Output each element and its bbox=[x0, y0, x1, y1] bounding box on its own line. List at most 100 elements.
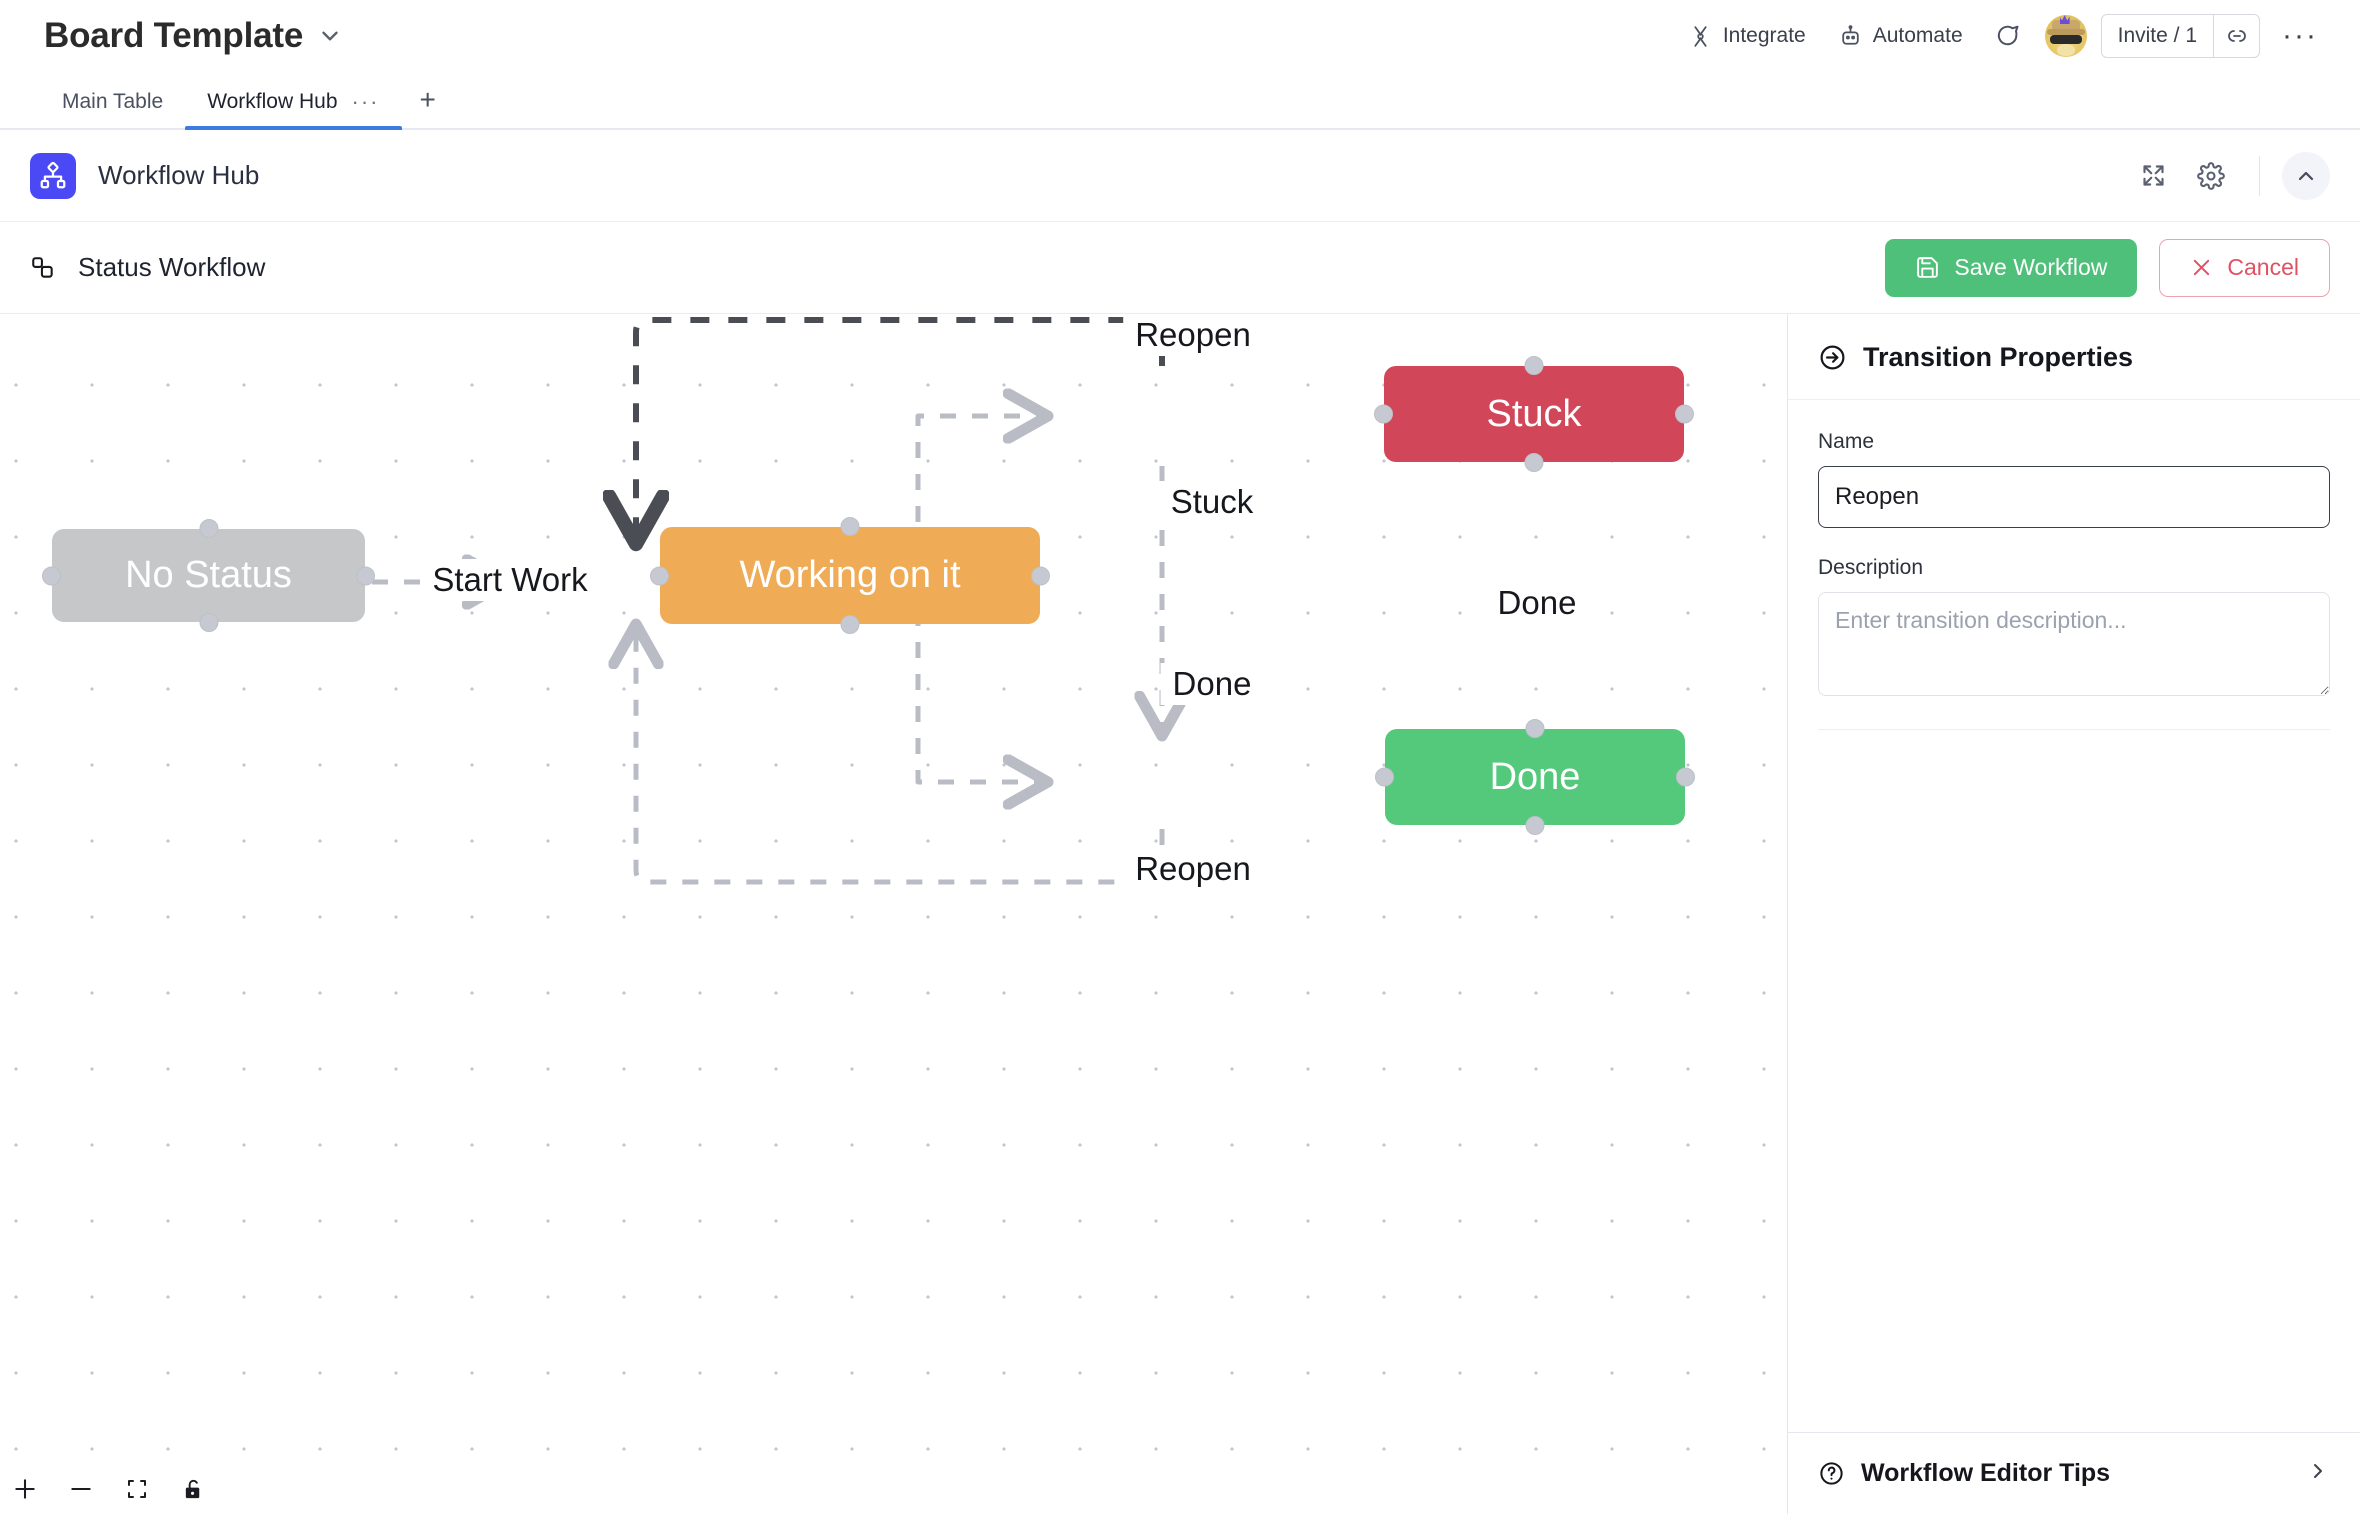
tab-main-table[interactable]: Main Table bbox=[40, 90, 185, 128]
workflow-editor-tips-button[interactable]: Workflow Editor Tips bbox=[1788, 1432, 2360, 1514]
save-disk-icon bbox=[1915, 255, 1940, 280]
panel-divider bbox=[1818, 729, 2330, 730]
node-working-on-it-label: Working on it bbox=[739, 554, 961, 596]
node-stuck-label: Stuck bbox=[1486, 392, 1582, 435]
tab-workflow-hub-label: Workflow Hub bbox=[207, 90, 338, 113]
node-handle-right[interactable] bbox=[1676, 767, 1695, 787]
board-title: Board Template bbox=[44, 16, 304, 55]
tab-overflow-icon[interactable]: ··· bbox=[351, 89, 380, 114]
workflow-actions: Save Workflow Cancel bbox=[1885, 238, 2330, 297]
top-bar-more-button[interactable]: ··· bbox=[2282, 19, 2318, 52]
transition-name-input[interactable] bbox=[1818, 466, 2330, 528]
workflow-editor-tips-label: Workflow Editor Tips bbox=[1861, 1459, 2111, 1487]
edge-reopen-top[interactable] bbox=[636, 317, 1165, 532]
minus-icon[interactable] bbox=[66, 1474, 96, 1504]
expand-icon[interactable] bbox=[2127, 150, 2179, 202]
node-handle-bottom[interactable] bbox=[1525, 816, 1545, 835]
name-field-group: Name bbox=[1818, 430, 2330, 528]
chevron-right-icon bbox=[2306, 1459, 2330, 1488]
integrate-icon bbox=[1688, 24, 1713, 49]
panel-title: Transition Properties bbox=[1863, 342, 2134, 372]
cancel-button[interactable]: Cancel bbox=[2159, 238, 2330, 297]
avatar-glasses bbox=[2049, 35, 2082, 44]
automate-label: Automate bbox=[1872, 24, 1963, 47]
tab-bar: Main Table Workflow Hub ··· + bbox=[0, 72, 2360, 130]
workflow-hub-logo bbox=[30, 152, 76, 199]
avatar-snout bbox=[2056, 44, 2075, 56]
node-handle-top[interactable] bbox=[840, 517, 860, 536]
integrate-button[interactable]: Integrate bbox=[1672, 18, 1822, 55]
add-tab-button[interactable]: + bbox=[419, 84, 436, 115]
chevron-down-icon[interactable] bbox=[317, 23, 343, 49]
workflow-canvas[interactable]: No Status Working on it Stuck Done bbox=[0, 314, 1787, 1514]
question-circle-icon bbox=[1818, 1460, 1845, 1487]
app-header-actions bbox=[2127, 150, 2330, 202]
description-field-group: Description bbox=[1818, 556, 2330, 701]
edge-label-reopen-top[interactable]: Reopen bbox=[1123, 314, 1263, 356]
node-handle-right[interactable] bbox=[1031, 566, 1050, 585]
edge-label-reopen-bottom[interactable]: Reopen bbox=[1123, 848, 1263, 890]
app-header: Workflow Hub bbox=[0, 130, 2360, 222]
gear-icon[interactable] bbox=[2185, 150, 2237, 202]
node-handle-bottom[interactable] bbox=[199, 613, 218, 632]
tab-workflow-hub[interactable]: Workflow Hub ··· bbox=[185, 89, 402, 130]
node-handle-left[interactable] bbox=[1375, 767, 1394, 787]
name-label: Name bbox=[1818, 430, 1875, 453]
edge-reopen-bottom[interactable] bbox=[636, 634, 1165, 885]
plus-icon[interactable] bbox=[10, 1474, 40, 1504]
node-handle-bottom[interactable] bbox=[840, 615, 860, 634]
edge-label-start-work[interactable]: Start Work bbox=[420, 559, 600, 601]
transition-properties-panel: Transition Properties Name Description W… bbox=[1787, 314, 2360, 1514]
node-handle-right[interactable] bbox=[1675, 404, 1694, 424]
canvas-controls bbox=[10, 1474, 208, 1504]
node-handle-left[interactable] bbox=[1374, 404, 1393, 424]
node-done-label: Done bbox=[1489, 755, 1581, 798]
top-bar-actions: Integrate Automate Invite / 1 bbox=[1672, 14, 2332, 58]
node-handle-top[interactable] bbox=[1525, 719, 1545, 738]
workflow-toolbar: Status Workflow Save Workflow Cancel bbox=[0, 222, 2360, 314]
robot-icon bbox=[1838, 24, 1863, 49]
header-divider bbox=[2259, 155, 2260, 196]
cancel-label: Cancel bbox=[2227, 254, 2299, 280]
save-workflow-button[interactable]: Save Workflow bbox=[1885, 238, 2138, 297]
invite-group: Invite / 1 bbox=[2100, 14, 2261, 58]
panel-body: Name Description bbox=[1788, 400, 2360, 1432]
invite-button[interactable]: Invite / 1 bbox=[2117, 24, 2198, 47]
node-no-status-label: No Status bbox=[125, 554, 292, 596]
workflow-nodes-icon bbox=[30, 255, 56, 281]
workflow-edges bbox=[276, 317, 1787, 885]
panel-header: Transition Properties bbox=[1788, 314, 2360, 400]
close-x-icon bbox=[2190, 256, 2213, 279]
node-handle-bottom[interactable] bbox=[1524, 453, 1544, 472]
transition-description-input[interactable] bbox=[1818, 592, 2330, 696]
tab-main-table-label: Main Table bbox=[62, 90, 164, 113]
save-workflow-label: Save Workflow bbox=[1954, 254, 2108, 280]
automate-button[interactable]: Automate bbox=[1822, 18, 1979, 55]
fit-view-icon[interactable] bbox=[122, 1474, 152, 1504]
node-stuck[interactable]: Stuck bbox=[1374, 356, 1694, 472]
link-icon[interactable] bbox=[2213, 15, 2259, 57]
avatar-hat bbox=[2046, 20, 2085, 35]
description-label: Description bbox=[1818, 556, 1924, 579]
edge-label-stuck[interactable]: Stuck bbox=[1158, 481, 1266, 523]
arrow-right-circle-icon bbox=[1818, 343, 1847, 372]
node-handle-left[interactable] bbox=[650, 566, 669, 585]
edge-label-done-from-stuck[interactable]: Done bbox=[1485, 582, 1589, 624]
app-name: Workflow Hub bbox=[98, 160, 260, 190]
top-bar: Board Template Integrate Automate bbox=[0, 0, 2360, 72]
node-handle-top[interactable] bbox=[199, 519, 218, 538]
node-working-on-it[interactable]: Working on it bbox=[650, 517, 1050, 634]
node-handle-right[interactable] bbox=[356, 566, 375, 585]
avatar-crown bbox=[2059, 15, 2070, 24]
edge-label-done[interactable]: Done bbox=[1160, 663, 1264, 705]
unlock-icon[interactable] bbox=[178, 1474, 208, 1504]
avatar[interactable] bbox=[2044, 15, 2087, 57]
node-no-status[interactable]: No Status bbox=[42, 519, 375, 632]
chevron-up-icon[interactable] bbox=[2282, 151, 2330, 200]
node-handle-left[interactable] bbox=[42, 566, 61, 585]
node-handle-top[interactable] bbox=[1524, 356, 1544, 375]
workflow-title: Status Workflow bbox=[78, 252, 266, 282]
chat-bubble-icon[interactable] bbox=[1979, 16, 2035, 56]
node-done[interactable]: Done bbox=[1375, 719, 1695, 835]
